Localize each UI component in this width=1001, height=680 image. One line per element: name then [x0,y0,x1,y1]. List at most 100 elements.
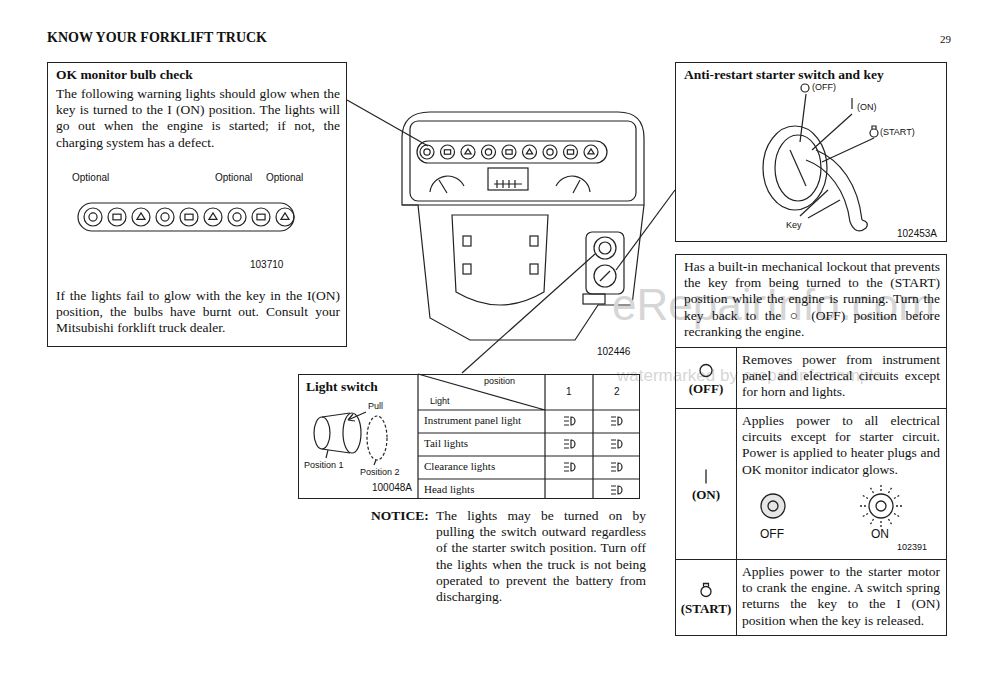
illustration-path [348,412,366,421]
illustration-rect [463,264,471,274]
illustration-ellipse [763,126,827,210]
node-text: Removes power from instrument panel and … [742,352,940,401]
illustration-path [870,126,878,137]
option-note: Optional [72,172,109,184]
node-heading: (START) [676,601,736,616]
illustration-rect [410,121,636,201]
illustration-path [611,440,622,448]
table-header: 1 [566,386,572,398]
illustration-path [402,205,644,340]
illustration-circle [161,213,169,221]
illustration-path [418,374,640,499]
node-heading: Has a built-in mechanical lockout that p… [684,259,940,340]
illustration-path [564,440,575,448]
illustration-rect [488,168,528,190]
illustration-path [465,149,471,154]
illustration-circle [482,145,496,159]
info-box: OK monitor bulb checkThe following warni… [47,62,347,347]
illustration-g [701,584,711,597]
table-cell: Clearance lights [424,460,495,473]
illustration-ellipse [314,417,330,449]
node-heading: Anti-restart starter switch and key [684,67,940,83]
option-note: Optional [215,172,252,184]
illustration-path [611,463,622,471]
illustration-circle [204,208,222,226]
notice-label: NOTICE: [371,508,429,524]
illustration-rect [113,214,121,220]
illustration-rect [444,150,450,154]
illustration-rect [417,141,607,163]
illustration-circle [424,149,430,155]
illustration-circle [700,365,712,377]
table-row: (START)Applies power to the starter moto… [676,559,946,636]
illustration-rect [78,203,294,231]
node-text: Applies power to all electrical circuits… [742,413,940,478]
illustration-circle [584,145,598,159]
figure-box: Anti-restart starter switch and key [675,62,947,242]
figure-number: 102453A [897,228,937,240]
illustration-path [870,519,874,525]
table-header: Light [430,396,450,406]
node-heading: (ON) [676,487,736,502]
node-text: If the lights fail to glow with the key … [56,288,340,337]
illustration-path [137,213,145,219]
illustration-rect [185,214,193,220]
illustration-path [573,180,580,193]
illustration-path [374,460,376,465]
illustration-path [611,486,622,494]
table-row: (ON) Applies power to all electrical circ… [676,408,946,559]
illustration-path [894,514,900,518]
table-cell: Tail lights [424,437,468,450]
illustration-circle [89,213,97,221]
illustration-path [889,487,893,493]
illustration-circle [276,208,294,226]
illustration-circle [547,149,553,155]
illustration-path [806,160,850,222]
illustration-circle [869,494,893,518]
illustration-path [556,176,590,192]
figure-number: 102446 [597,346,630,358]
illustration-circle [485,149,491,155]
position-label: (OFF) [812,82,836,92]
illustration-path [209,213,217,219]
illustration-circle [564,145,578,159]
illustration-path [526,149,532,154]
illustration-circle [801,84,809,92]
position-label: Position 1 [304,460,344,470]
illustration-path [326,450,328,458]
position-label: Position 2 [360,467,400,477]
illustration-path [870,487,874,493]
illustration-path [851,98,852,109]
illustration-path [889,519,893,525]
illustration-path [402,112,644,205]
node-heading: (OFF) [676,381,736,396]
illustration-g [700,365,712,377]
position-label: (ON) [857,102,877,112]
action-label: Pull [368,401,383,411]
illustration-path [896,505,903,506]
illustration-circle [599,242,611,254]
node-heading: OK monitor bulb check [56,67,340,83]
option-note: Optional [266,172,303,184]
illustration-rect [506,150,512,154]
illustration-path [862,495,868,499]
illustration-path [564,417,575,425]
illustration-circle [228,208,246,226]
illustration-path [800,94,806,142]
illustration-path [880,521,881,528]
illustration-path [564,463,575,471]
illustration-circle [252,208,270,226]
illustration-path [494,180,522,188]
illustration-ellipse [775,135,821,201]
illustration-circle [876,501,886,511]
illustration-circle [233,213,241,221]
node-text: The following warning lights should glow… [56,86,340,151]
illustration-path [859,505,866,506]
illustration-circle [108,208,126,226]
table-header: 2 [614,386,620,398]
illustration-path [808,200,840,218]
illustration-circle [461,145,475,159]
illustration-circle [132,208,150,226]
illustration-rect [463,236,471,246]
illustration-path [439,180,447,193]
